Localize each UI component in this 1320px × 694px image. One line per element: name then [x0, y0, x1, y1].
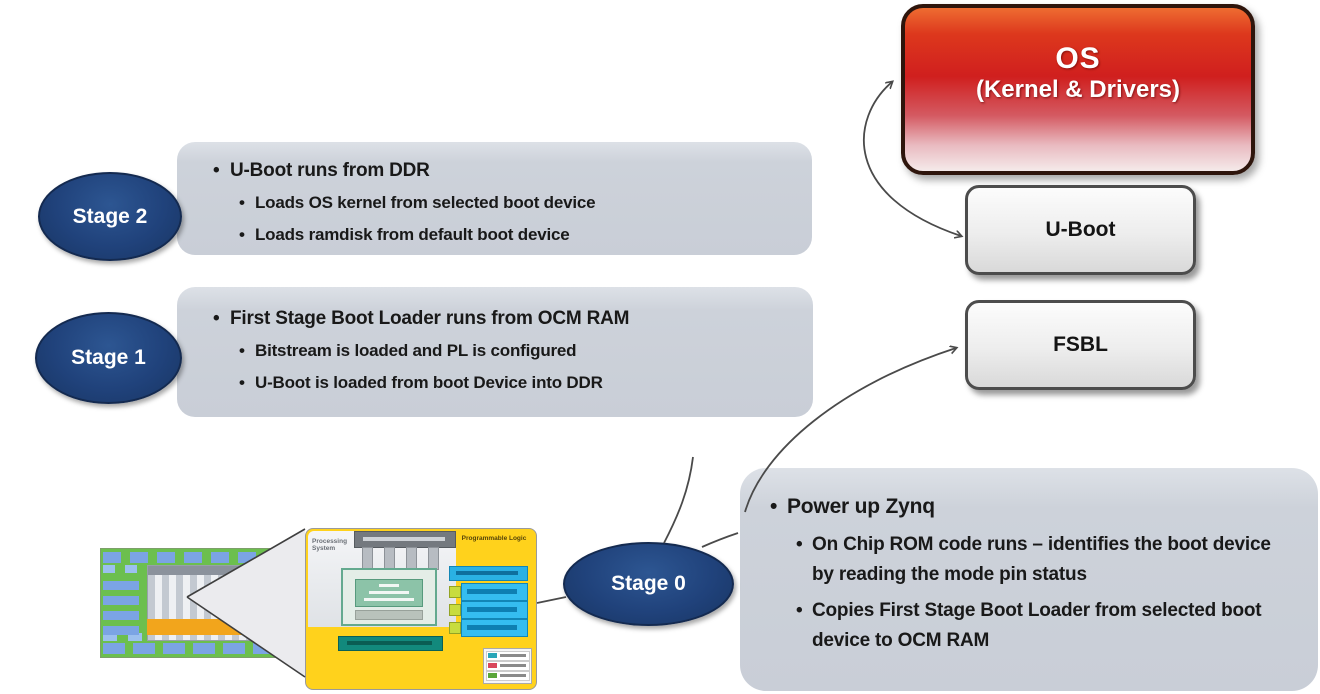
memory-interface-bar: [338, 636, 443, 651]
stage1-sub-bullet-1: Bitstream is loaded and PL is configured: [239, 335, 813, 367]
diagram-legend: [483, 648, 532, 684]
stage2-sub-bullet-2: Loads ramdisk from default boot device: [239, 219, 812, 251]
uboot-label: U-Boot: [1045, 218, 1116, 241]
apu-sub-block: [355, 610, 423, 620]
stage0-badge: Stage 0: [563, 542, 734, 626]
pl-connector-tab: [449, 622, 461, 634]
pl-interconnect-bar: [449, 566, 528, 581]
pl-connector-tab: [449, 604, 461, 616]
os-box: OS (Kernel & Drivers): [901, 4, 1255, 175]
stage0-sub-bullet-2: Copies First Stage Boot Loader from sele…: [796, 596, 1274, 656]
io-peripherals-bar: [354, 531, 456, 548]
legend-row: [486, 661, 530, 671]
zynq-block-diagram: Processing System Programmable Logic: [305, 528, 537, 690]
stage0-info-box: Power up Zynq On Chip ROM code runs – id…: [740, 468, 1318, 691]
connector-die-to-stage0: [536, 596, 567, 604]
io-connector: [406, 547, 417, 570]
stage0-sub-bullet-1: On Chip ROM code runs – identifies the b…: [796, 530, 1274, 590]
stage0-main-bullet: Power up Zynq: [770, 490, 1318, 524]
die-core-band: [148, 566, 279, 575]
os-subtitle: (Kernel & Drivers): [975, 76, 1181, 103]
processing-system-label: Processing System: [312, 538, 348, 552]
apu-block: [341, 568, 437, 626]
os-title: OS: [1055, 42, 1101, 75]
stage2-sub-bullet-1: Loads OS kernel from selected boot devic…: [239, 187, 812, 219]
apu-core-block: [355, 579, 423, 607]
stage2-info-box: U-Boot runs from DDR Loads OS kernel fro…: [177, 142, 812, 255]
io-connector: [384, 547, 395, 570]
pl-block: [461, 583, 528, 601]
fsbl-box: FSBL: [965, 300, 1196, 390]
die-cell-row: [103, 643, 312, 654]
stage1-sub-bullet-2: U-Boot is loaded from boot Device into D…: [239, 367, 813, 399]
legend-row: [486, 671, 530, 681]
stage1-label: Stage 1: [71, 346, 146, 369]
chip-die-image: [100, 548, 317, 658]
stage1-main-bullet: First Stage Boot Loader runs from OCM RA…: [213, 302, 813, 335]
io-connector: [362, 547, 373, 570]
stage2-label: Stage 2: [72, 204, 148, 228]
pl-block: [461, 601, 528, 619]
stage2-badge: Stage 2: [38, 172, 182, 261]
stage1-info-box: First Stage Boot Loader runs from OCM RA…: [177, 287, 813, 417]
stage1-badge: Stage 1: [35, 312, 182, 404]
die-cell-column: [103, 575, 139, 635]
stage0-label: Stage 0: [611, 572, 686, 595]
connector-stage0-to-box: [701, 532, 739, 548]
fsbl-label: FSBL: [1053, 333, 1108, 356]
io-connector: [428, 547, 439, 570]
stage2-main-bullet: U-Boot runs from DDR: [213, 154, 812, 187]
pl-connector-tab: [449, 586, 461, 598]
legend-row: [486, 651, 530, 661]
uboot-box: U-Boot: [965, 185, 1196, 275]
programmable-logic-label: Programmable Logic: [461, 535, 527, 542]
connector-stage0-rise: [663, 456, 694, 544]
die-cell-row: [103, 552, 312, 563]
die-highlight-strip: [147, 619, 278, 635]
pl-block: [461, 619, 528, 637]
